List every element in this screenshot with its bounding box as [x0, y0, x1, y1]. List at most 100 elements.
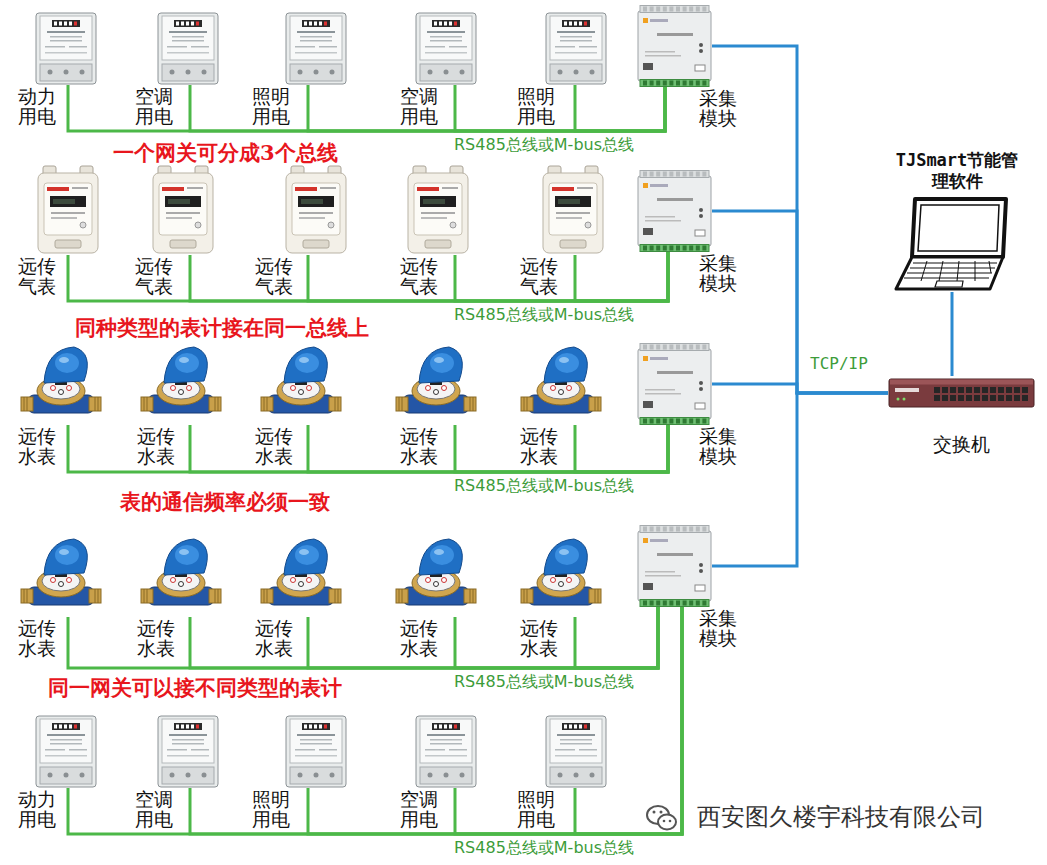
gas-meter-icon	[405, 165, 471, 255]
electricity-meter-icon	[415, 715, 477, 788]
gas-meter-icon	[35, 165, 101, 255]
meter-label: 远传水表	[400, 427, 439, 467]
electricity-meter-icon	[157, 12, 219, 85]
network-line	[712, 46, 888, 393]
bus-line	[190, 607, 682, 834]
meter-label: 远传水表	[520, 427, 559, 467]
electricity-meter: 动力用电	[35, 715, 97, 788]
meter-label: 远传水表	[255, 427, 294, 467]
collector-module-icon	[637, 5, 712, 87]
electricity-meter-icon	[545, 12, 607, 85]
water-meter-icon	[20, 535, 102, 617]
water-meter: 远传水表	[260, 535, 342, 617]
bus-line	[308, 607, 682, 834]
bus-line	[190, 85, 665, 131]
bus-line	[575, 85, 665, 131]
water-meter-icon	[20, 343, 102, 425]
bus-line	[68, 607, 682, 834]
meter-label: 远传水表	[255, 619, 294, 659]
meter-label: 照明用电	[252, 790, 291, 830]
edge-label: RS485总线或M-bus总线	[452, 136, 636, 154]
gas-meter-icon	[283, 165, 349, 255]
bus-line	[308, 607, 658, 668]
bus-line	[308, 85, 665, 131]
water-meter-icon	[520, 343, 602, 425]
module-label: 采集模块	[699, 427, 738, 467]
meter-label: 远传水表	[400, 619, 439, 659]
gas-meter-icon	[540, 165, 606, 255]
collector-module: 采集模块	[637, 525, 712, 607]
meter-label: 远传水表	[18, 619, 57, 659]
meter-label: 远传水表	[137, 427, 176, 467]
wechat-icon	[646, 804, 678, 832]
electricity-meter: 空调用电	[415, 715, 477, 788]
electricity-meter: 照明用电	[285, 12, 347, 85]
bus-line	[455, 607, 682, 834]
bus-line	[455, 252, 668, 301]
collector-module-icon	[637, 170, 712, 252]
gas-meter: 远传气表	[283, 165, 349, 255]
water-meter: 远传水表	[260, 343, 342, 425]
note-text: 同一网关可以接不同类型的表计	[48, 676, 342, 699]
gas-meter: 远传气表	[150, 165, 216, 255]
bus-line	[575, 252, 668, 301]
meter-label: 远传气表	[18, 257, 57, 297]
water-meter: 远传水表	[140, 535, 222, 617]
water-meter-icon	[260, 535, 342, 617]
note-text: 同种类型的表计接在同一总线上	[75, 316, 369, 339]
water-meter-icon	[260, 343, 342, 425]
bus-line	[68, 252, 668, 301]
water-meter: 远传水表	[520, 343, 602, 425]
water-meter: 远传水表	[140, 343, 222, 425]
module-label: 采集模块	[699, 89, 738, 129]
electricity-meter-icon	[415, 12, 477, 85]
electricity-meter-icon	[285, 12, 347, 85]
network-switch: 交换机	[888, 376, 1035, 410]
network-switch-icon	[888, 376, 1035, 410]
switch-label: 交换机	[888, 432, 1035, 458]
module-label: 采集模块	[699, 254, 738, 294]
water-meter: 远传水表	[20, 535, 102, 617]
electricity-meter: 空调用电	[415, 12, 477, 85]
edge-label: RS485总线或M-bus总线	[452, 477, 636, 495]
meter-label: 远传水表	[18, 427, 57, 467]
electricity-meter: 空调用电	[157, 715, 219, 788]
meter-label: 照明用电	[517, 790, 556, 830]
meter-label: 远传气表	[400, 257, 439, 297]
water-meter-icon	[395, 343, 477, 425]
software-label: TJSmart节能管理软件	[891, 150, 1023, 191]
gas-meter: 远传气表	[405, 165, 471, 255]
meter-label: 空调用电	[135, 790, 174, 830]
water-meter: 远传水表	[395, 535, 477, 617]
edge-label: TCP/IP	[808, 355, 870, 373]
collector-module: 采集模块	[637, 343, 712, 425]
collector-module-icon	[637, 343, 712, 425]
laptop-icon	[893, 195, 1011, 292]
meter-label: 动力用电	[18, 790, 57, 830]
electricity-meter: 照明用电	[545, 715, 607, 788]
meter-label: 远传水表	[520, 619, 559, 659]
meter-label: 动力用电	[18, 87, 57, 127]
note-text: 一个网关可分成3个总线	[113, 141, 338, 164]
collector-module: 采集模块	[637, 5, 712, 87]
electricity-meter: 照明用电	[285, 715, 347, 788]
network-line	[712, 211, 888, 393]
bus-line	[575, 607, 658, 668]
collector-module: 采集模块	[637, 170, 712, 252]
bus-line	[455, 85, 665, 131]
note-text: 表的通信频率必须一致	[120, 490, 330, 513]
meter-label: 空调用电	[135, 87, 174, 127]
bus-line	[308, 425, 668, 472]
watermark: 西安图久楼宇科技有限公司	[697, 804, 985, 830]
module-label: 采集模块	[699, 609, 738, 649]
meter-label: 远传水表	[137, 619, 176, 659]
meter-label: 照明用电	[252, 87, 291, 127]
gas-meter: 远传气表	[540, 165, 606, 255]
electricity-meter-icon	[35, 12, 97, 85]
gas-meter: 远传气表	[35, 165, 101, 255]
water-meter-icon	[140, 343, 222, 425]
bus-line	[190, 252, 668, 301]
bus-line	[190, 607, 658, 668]
network-line	[712, 393, 888, 566]
meter-label: 照明用电	[517, 87, 556, 127]
